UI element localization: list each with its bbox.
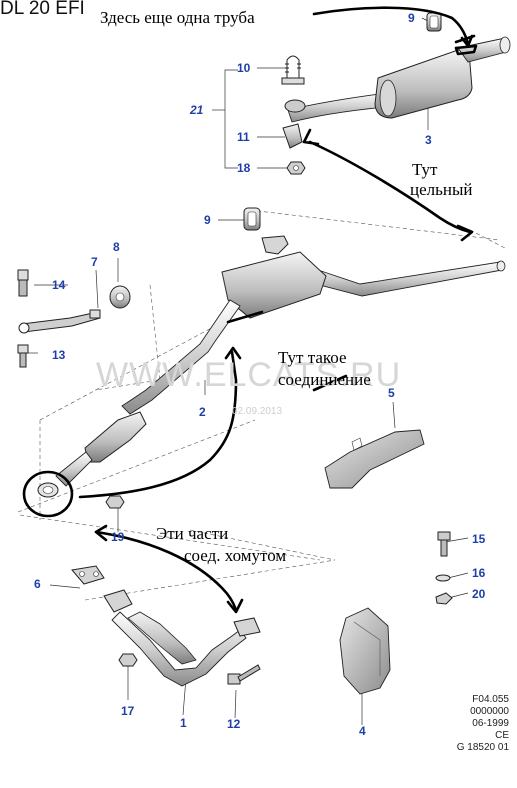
front-pipe [71,565,261,687]
part-number-13: 13 [52,348,66,362]
note-joint-line1: Тут такое [278,348,347,367]
ref-code-line: 0000000 [470,706,509,717]
note-solid-line2: цельный [410,180,473,199]
note-extra-pipe: Здесь еще одна труба [100,8,255,27]
middle-pipe [37,235,506,498]
part-number-17: 17 [121,704,135,718]
hanger-8 [109,285,131,309]
note-joint-line2: соединнение [278,370,371,389]
part-number-5: 5 [388,386,395,400]
bolt-13 [17,344,29,368]
ref-code-line: 06-1999 [472,718,509,729]
part-number-3: 3 [425,133,432,147]
nut-18 [286,161,306,175]
part-number-15: 15 [472,532,486,546]
part-number-10: 10 [237,61,251,75]
part-number-9-middle: 9 [204,213,211,227]
nut-17 [118,653,138,667]
part-number-16: 16 [472,566,486,580]
part-number-12: 12 [227,717,241,731]
bracket-7 [18,309,101,334]
part-number-9-top: 9 [408,11,415,25]
hanger-rubber-middle [243,207,261,231]
hanger-rubber-top [426,12,442,32]
note-clamp-line2: соед. хомутом [184,546,287,565]
handwritten-marks [22,6,478,614]
diagram-title: DL 20 EFI [0,0,85,19]
clamp-piece [282,99,306,149]
leader-lines [24,17,469,725]
part-number-19: 19 [111,530,125,544]
ref-code-line: CE [495,730,509,741]
dashed-outlines [17,209,506,601]
heat-shield-5 [324,429,425,489]
part-number-7: 7 [91,255,98,269]
fasteners-15-16-20 [435,531,453,605]
reference-code-block: F04.055 0000000 06-1999 CE G 18520 01 [457,694,509,754]
part-number-1: 1 [180,716,187,730]
rear-muffler-assembly [287,36,511,123]
part-number-11: 11 [237,130,250,144]
note-clamp-line1: Эти части [156,524,229,543]
u-bolt [281,55,305,85]
heat-shield-4 [339,607,391,695]
watermark-text: WWW.ELCATS.RU [96,356,402,394]
part-number-18: 18 [237,161,251,175]
note-solid-line1: Тут [412,160,438,179]
stud-14 [17,269,29,297]
part-number-20: 20 [472,587,486,601]
nut-19 [105,495,125,509]
part-number-8: 8 [113,240,120,254]
ref-code-line: F04.055 [472,694,509,705]
part-number-4: 4 [359,724,366,738]
part-number-2: 2 [199,405,206,419]
ref-code-line: G 18520 01 [456,742,509,753]
part-number-6: 6 [34,577,41,591]
watermark-date: 02.09.2013 [232,406,283,417]
part-number-21: 21 [190,103,204,117]
bolt-12 [227,664,261,685]
part-number-14: 14 [52,278,66,292]
